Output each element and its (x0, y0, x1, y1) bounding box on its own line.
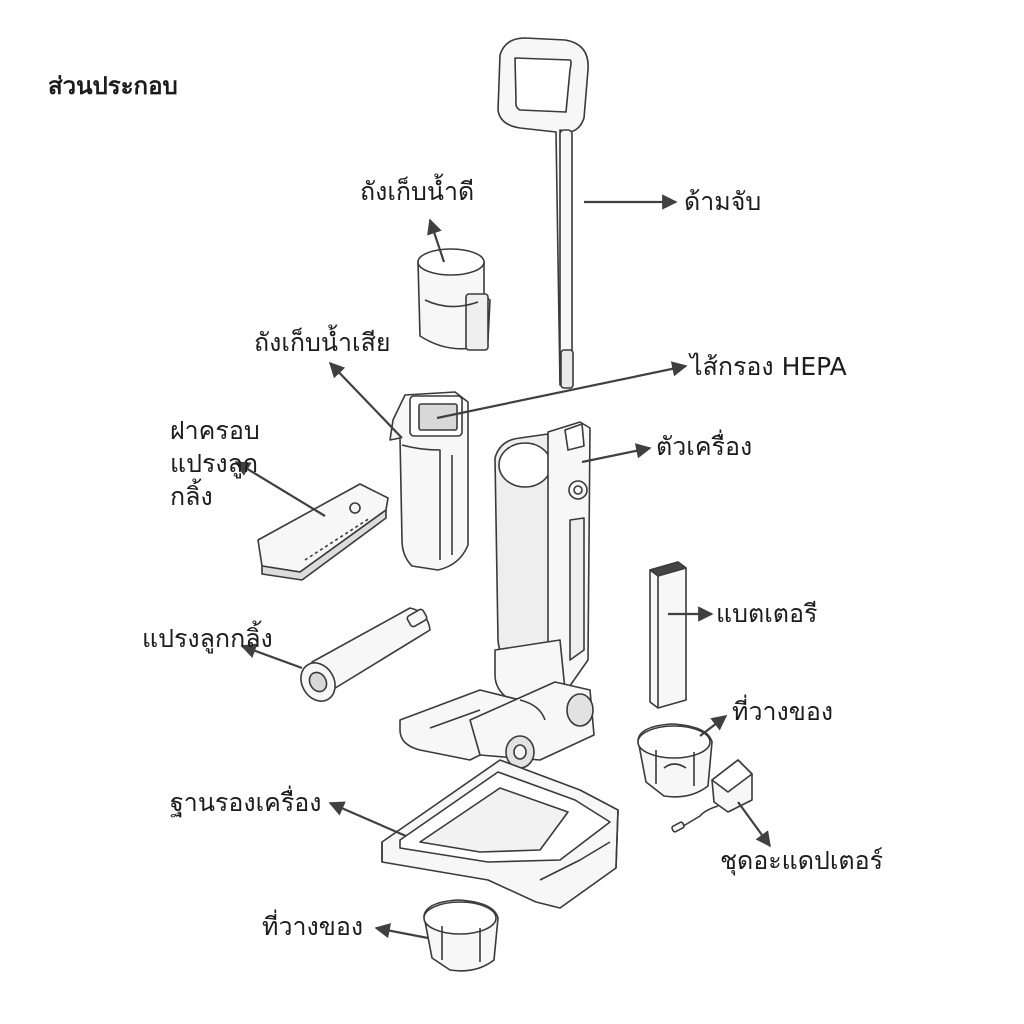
label-holder-bottom: ที่วางของ (262, 912, 364, 941)
arrow-hepa (436, 361, 688, 420)
label-adapter: ชุดอะแดปเตอร์ (720, 846, 884, 875)
label-battery: แบตเตอรี (716, 599, 818, 628)
arrow-base-station (328, 801, 407, 838)
adapter-part (671, 760, 752, 832)
diagram-title: ส่วนประกอบ (48, 72, 178, 100)
dirty-tank-part (390, 392, 468, 570)
arrow-adapter (737, 801, 771, 848)
arrow-brush-cover (234, 461, 326, 517)
arrow-holder-bottom (374, 923, 429, 940)
label-dirty-tank: ถังเก็บน้ำเสีย (254, 328, 391, 357)
holder-bottom-part (424, 900, 498, 971)
battery-part (650, 562, 686, 708)
arrow-clean-tank (427, 218, 446, 263)
label-holder-right: ที่วางของ (732, 697, 834, 726)
label-hepa-filter: ไส้กรอง HEPA (690, 352, 847, 381)
label-brush-cover: ฝาครอบแปรงลูกกลิ้ง (170, 416, 260, 511)
label-handle: ด้ามจับ (684, 187, 762, 216)
arrow-main-unit (581, 443, 652, 464)
base-station-part (382, 760, 618, 908)
arrow-roller-brush (240, 643, 303, 670)
holder-right-part (638, 724, 712, 797)
arrow-holder-right (699, 715, 728, 737)
roller-brush-part (294, 608, 430, 707)
label-base-station: ฐานรองเครื่อง (170, 788, 322, 817)
label-main-unit: ตัวเครื่อง (656, 432, 753, 461)
brush-cover-part (258, 484, 388, 580)
clean-tank-part (418, 249, 490, 350)
main-unit-part (400, 422, 594, 768)
arrow-dirty-tank (328, 361, 403, 439)
label-roller-brush: แปรงลูกกลิ้ง (142, 624, 273, 653)
handle-part (498, 38, 588, 388)
label-clean-tank: ถังเก็บน้ำดี (360, 177, 475, 206)
